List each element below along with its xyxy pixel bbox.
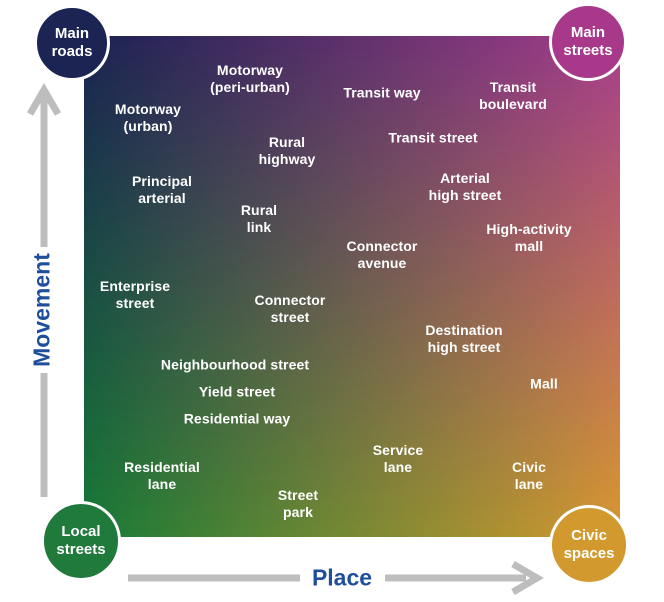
street-type-label: Connector street (254, 292, 326, 325)
street-type-label: Residential lane (124, 459, 200, 492)
street-type-label: Rural link (240, 202, 278, 235)
street-type-label: Arterial high street (428, 170, 502, 203)
street-type-label: High-activity mall (486, 221, 572, 254)
civic-spaces-corner-badge: Civic spaces (549, 505, 629, 585)
street-type-label: Service lane (372, 442, 424, 475)
street-type-label: Neighbourhood street (160, 356, 310, 373)
street-type-label: Principal arterial (131, 173, 193, 206)
street-type-label: Rural highway (258, 134, 316, 167)
street-type-label: Transit way (343, 84, 421, 101)
street-type-label: Transit street (388, 129, 478, 146)
movement-axis-arrow (26, 83, 62, 497)
main-roads-corner-badge: Main roads (34, 5, 110, 81)
street-type-label: Destination high street (425, 322, 503, 355)
movement-axis-label: Movement (28, 253, 55, 367)
street-type-label: Mall (530, 375, 558, 392)
street-type-label: Civic lane (512, 459, 546, 492)
place-axis-label: Place (311, 564, 373, 591)
street-type-label: Motorway (peri-urban) (210, 62, 290, 95)
main-streets-corner-badge: Main streets (549, 3, 627, 81)
street-type-label: Street park (277, 487, 319, 520)
street-type-label: Yield street (198, 383, 276, 400)
street-type-label: Motorway (urban) (114, 101, 182, 134)
local-streets-corner-badge: Local streets (41, 501, 121, 581)
street-type-label: Enterprise street (99, 278, 171, 311)
street-type-label: Residential way (183, 410, 291, 427)
gradient-bottom-layer (84, 36, 620, 537)
street-type-label: Connector avenue (346, 238, 418, 271)
street-type-label: Transit boulevard (479, 79, 547, 112)
place-axis-arrow (128, 560, 544, 596)
